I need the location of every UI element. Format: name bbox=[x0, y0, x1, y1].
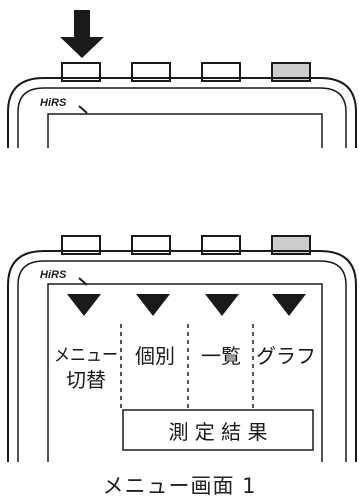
bottom-logo: HiRS bbox=[40, 269, 67, 281]
bottom-key-3[interactable] bbox=[201, 235, 241, 255]
softkey-pointer-4-icon bbox=[272, 294, 306, 316]
top-key-1[interactable] bbox=[61, 62, 101, 82]
menu-diagram: HiRS HiRS メニュー 切替 個別 一覧 グラフ 測 定 結 果 bbox=[7, 10, 357, 462]
softkey-pointer-3-icon bbox=[205, 294, 239, 316]
top-logo: HiRS bbox=[40, 97, 67, 109]
bottom-key-2[interactable] bbox=[131, 235, 171, 255]
result-label: 測 定 結 果 bbox=[168, 420, 267, 444]
top-screen bbox=[47, 113, 323, 148]
press-arrow-icon bbox=[60, 10, 104, 58]
softkey-label-1-line2: 切替 bbox=[66, 368, 106, 392]
top-key-4[interactable] bbox=[271, 62, 311, 82]
softkey-pointer-2-icon bbox=[136, 294, 170, 316]
bottom-key-1[interactable] bbox=[61, 235, 101, 255]
softkey-label-1-line1: メニュー bbox=[54, 345, 118, 366]
diagram-caption: メニュー画面 1 bbox=[102, 474, 257, 498]
top-outer-body bbox=[7, 77, 357, 148]
result-box bbox=[122, 409, 314, 451]
top-key-3[interactable] bbox=[201, 62, 241, 82]
top-key-2[interactable] bbox=[131, 62, 171, 82]
bottom-key-4[interactable] bbox=[271, 235, 311, 255]
bottom-screen bbox=[47, 283, 323, 462]
top-logo-lens-icon bbox=[78, 105, 88, 114]
bottom-outer-body bbox=[7, 250, 357, 462]
top-device: HiRS bbox=[7, 10, 357, 148]
softkey-pointer-1-icon bbox=[67, 294, 101, 316]
softkey-label-3: 一覧 bbox=[201, 344, 241, 368]
bottom-inner-body bbox=[17, 260, 347, 462]
softkey-label-2: 個別 bbox=[135, 344, 175, 368]
bottom-device: HiRS メニュー 切替 個別 一覧 グラフ 測 定 結 果 bbox=[7, 235, 357, 462]
softkey-label-4: グラフ bbox=[256, 344, 316, 368]
top-inner-body bbox=[17, 87, 347, 148]
